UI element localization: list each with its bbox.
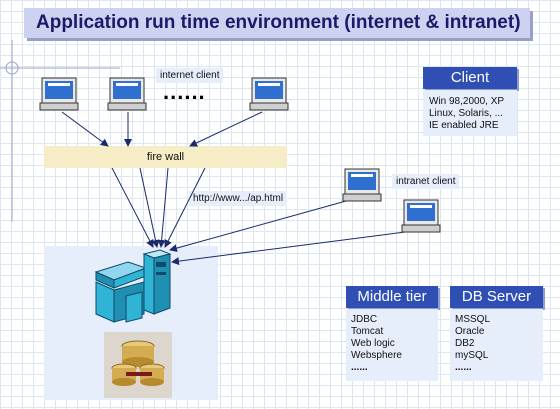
url-label: http://www.../ap.html [189,191,288,206]
middle-tier-item: Websphere [351,350,402,361]
arrow-firewall-server-3 [157,167,169,248]
arrow-intranet1-server [169,200,347,252]
server-icon [94,249,172,323]
db-server-header: DB Server [450,286,543,308]
client-info-box: Win 98,2000, XP Linux, Solaris, ... IE e… [423,90,517,136]
computer-icon [107,77,147,111]
middle-tier-item: JDBC [351,314,378,325]
client-os-line-1: Win 98,2000, XP [429,96,505,107]
client-os-line-2: Linux, Solaris, ... [429,108,503,119]
computer-icon [401,199,441,233]
db-server-item: Oracle [455,326,485,337]
more-clients-dots: ...... [163,79,206,104]
firewall-band: fire wall [44,146,287,168]
page-title: Application run time environment (intern… [36,12,521,33]
middle-tier-item: Web logic [351,338,395,349]
title-bar: Application run time environment (intern… [24,8,530,38]
client-os-line-3: IE enabled JRE [429,120,499,131]
computer-icon [39,77,79,111]
arrow-firewall-server-4 [164,167,206,248]
arrow-intranet2-server [171,231,406,266]
middle-tier-box: JDBC Tomcat Web logic Websphere ...... [346,309,438,381]
db-server-item: DB2 [455,338,475,349]
db-server-item: mySQL [455,350,489,361]
database-icon [104,332,172,398]
db-server-item: MSSQL [455,314,491,325]
db-server-item: ...... [455,362,472,373]
middle-tier-item: ...... [351,362,368,373]
computer-icon [249,77,289,111]
arrow-client3-firewall [189,111,263,147]
internet-client-label: internet client [156,68,224,83]
db-server-box: MSSQL Oracle DB2 mySQL ...... [450,309,543,381]
arrow-firewall-server-1 [111,167,154,248]
middle-tier-header: Middle tier [346,286,438,308]
arrow-client1-firewall [61,111,109,147]
intranet-client-label: intranet client [392,174,460,189]
middle-tier-item: Tomcat [351,326,384,337]
firewall-label: fire wall [146,151,185,163]
arrow-firewall-server-2 [139,167,160,248]
computer-icon [342,168,382,202]
client-header: Client [423,67,517,89]
